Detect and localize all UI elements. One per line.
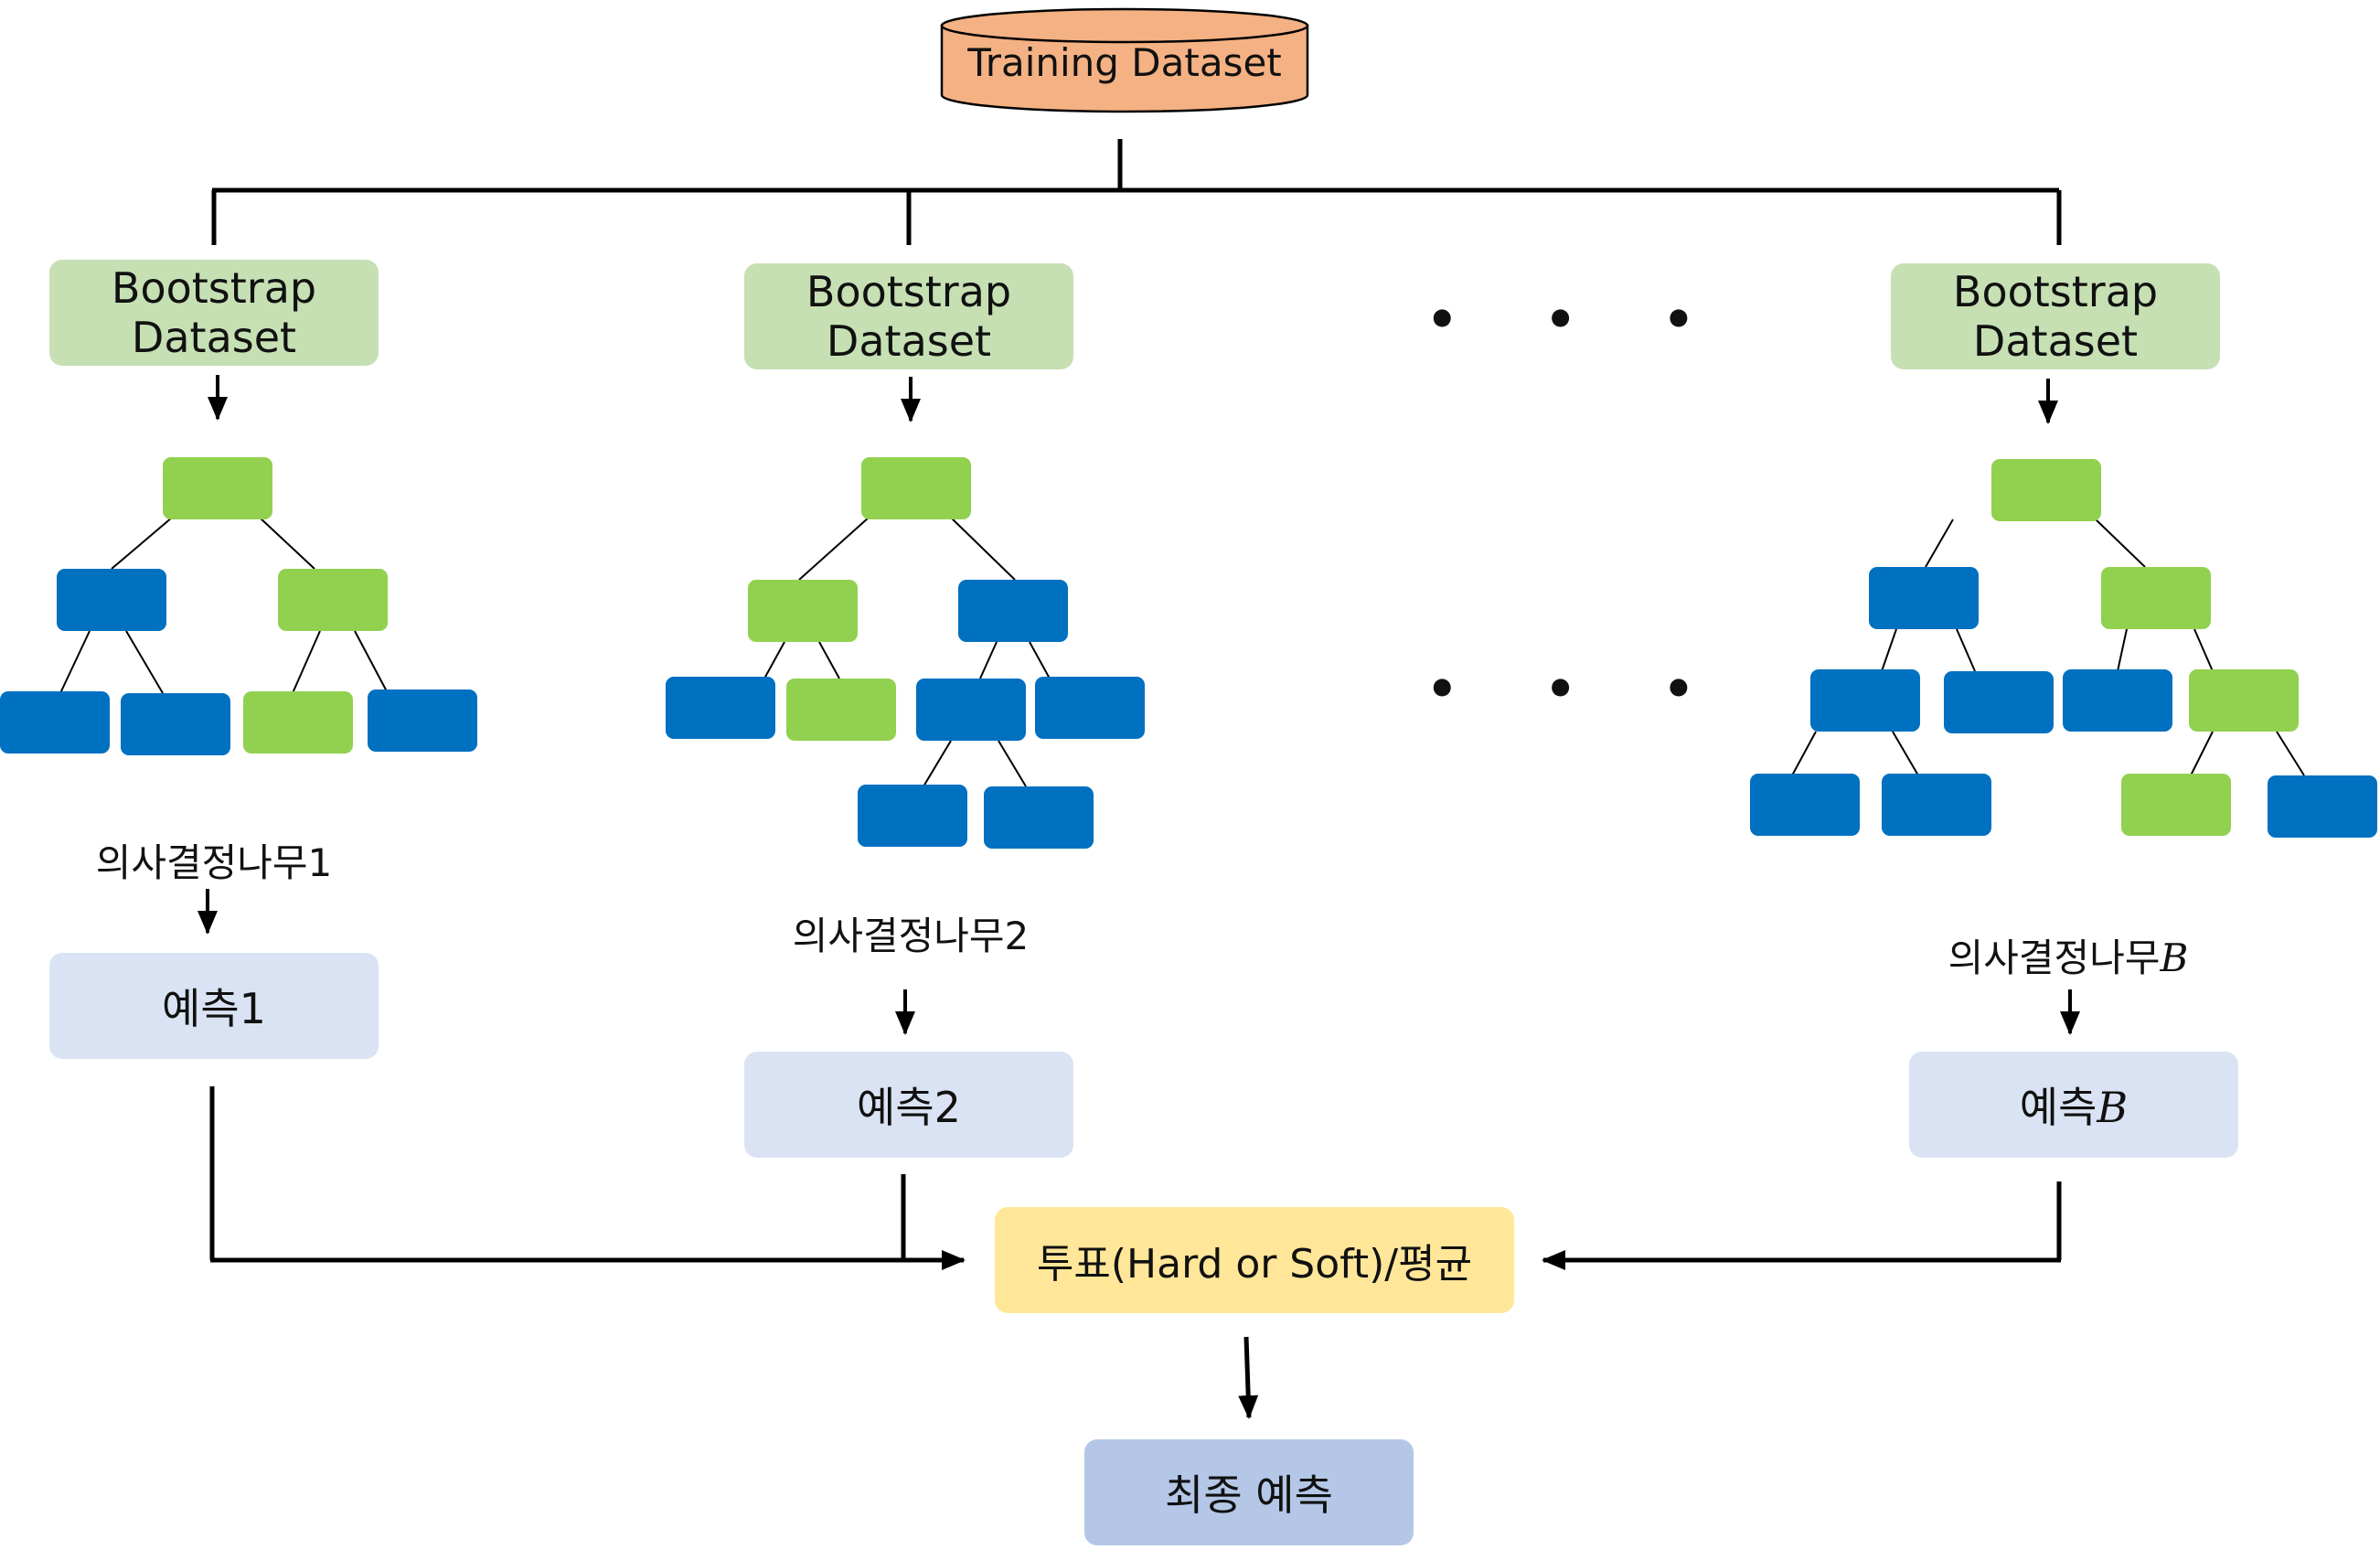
tree-node [1750,774,1860,836]
aggregation-lines [209,1086,2062,1419]
tree-node [368,689,477,752]
training-dataset-label: Training Dataset [967,40,1282,85]
tree-node [984,786,1094,849]
final-prediction-box: 최종 예측 [1084,1439,1414,1545]
tree-node [1944,671,2054,733]
tree-node [2101,567,2211,629]
training-dataset-cylinder [940,7,1309,113]
tree-node [2189,669,2299,732]
tree-node [1035,677,1145,739]
tree-node [121,693,230,755]
prediction-1: 예측1 [49,953,379,1059]
tree-node [786,679,896,741]
tree-node [958,580,1068,642]
bootstrap-line2: Dataset [131,313,297,362]
tree-node [748,580,858,642]
tree-node [163,457,272,519]
bootstrap-line2: Dataset [826,316,992,366]
tree-node [0,691,110,754]
aggregation-box: 투표(Hard or Soft)/평균 [995,1207,1514,1313]
distribution-lines [211,139,2062,245]
bootstrap-line1: Bootstrap [806,267,1012,316]
tree-node [1882,774,1991,836]
bootstrap-line2: Dataset [1972,316,2139,366]
tree-node [278,569,388,631]
tree-node [861,457,971,519]
tree-1-label: 의사결정나무1 [95,840,333,885]
bootstrap-line1: Bootstrap [1952,267,2159,316]
prediction-2: 예측2 [744,1052,1073,1158]
tree-node [1810,669,1920,732]
tree-B-variable: B [2160,935,2189,980]
prediction-B-label-text: 예측 [2019,1083,2097,1132]
tree-node [666,677,775,739]
prediction-B-label: 예측B [2020,1074,2128,1135]
tree-node [1869,567,1979,629]
ellipsis-top: • • • [1426,291,1730,348]
prediction-B: 예측B [1909,1052,2238,1158]
tree-B-label-text: 의사결정나무 [1948,935,2161,980]
prediction-1-label: 예측1 [162,984,266,1033]
tree-node [2063,669,2172,732]
tree-node [858,785,967,847]
tree-node [57,569,166,631]
ellipsis-middle: • • • [1426,660,1730,718]
prediction-2-label: 예측2 [857,1083,961,1132]
tree-node [1991,459,2101,521]
aggregation-label: 투표(Hard or Soft)/평균 [1036,1241,1473,1288]
prediction-B-variable: B [2097,1083,2129,1132]
tree-node [2121,774,2231,836]
tree-node [243,691,353,754]
tree-B-label: 의사결정나무B [1948,927,2189,983]
final-prediction-label: 최종 예측 [1165,1470,1333,1520]
tree-2-label: 의사결정나무2 [792,914,1030,958]
bootstrap-line1: Bootstrap [111,263,317,313]
tree-edges [59,517,2305,787]
tree-node [2268,775,2377,838]
tree-node [916,679,1026,741]
